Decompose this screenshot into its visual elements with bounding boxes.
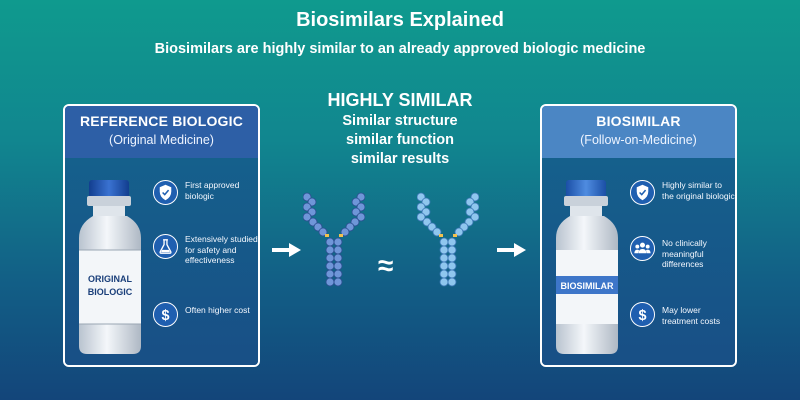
people-icon [630, 236, 655, 261]
svg-text:$: $ [638, 308, 646, 324]
reference-feature-1-text: First approved biologic [185, 180, 240, 201]
approx-symbol: ≈ [378, 250, 394, 281]
vial-label-text: BIOSIMILAR [561, 281, 614, 291]
biosimilar-card: BIOSIMILAR (Follow-on-Medicine) BIOSIMIL… [540, 104, 737, 367]
biosimilar-feature-2-text: No clinically meaningful differences [662, 238, 707, 269]
page-subtitle: Biosimilars are highly similar to an alr… [154, 41, 646, 57]
shield-check-icon [630, 180, 655, 205]
reference-feature-2-text: Extensively studied for safety and effec… [185, 234, 258, 265]
vial-label-line-2: BIOLOGIC [88, 287, 133, 297]
shield-check-icon [153, 180, 178, 205]
reference-feature-3-text: Often higher cost [185, 305, 250, 315]
reference-card-title: REFERENCE BIOLOGIC [79, 113, 244, 129]
biosimilar-vial: BIOSIMILAR [556, 180, 618, 354]
original-biologic-vial: ORIGINAL BIOLOGIC [79, 180, 141, 354]
biosimilar-feature-1-text: Highly similar to the original biologic [662, 180, 735, 201]
reference-card-body: ORIGINAL BIOLOGIC First approved biologi… [65, 158, 258, 365]
dollar-icon: $ [630, 302, 655, 327]
reference-biologic-card: REFERENCE BIOLOGIC (Original Medicine) O… [63, 104, 260, 367]
biosimilar-feature-3-text: May lower treatment costs [662, 305, 721, 326]
page-title: Biosimilars Explained [296, 9, 504, 31]
biosimilar-card-subtitle: (Follow-on-Medicine) [580, 133, 697, 147]
dollar-icon: $ [153, 302, 178, 327]
biosimilar-antibody-icon [417, 192, 479, 287]
right-arrow-icon [497, 243, 526, 257]
reference-card-subtitle: (Original Medicine) [109, 133, 214, 147]
biosimilar-card-header: BIOSIMILAR (Follow-on-Medicine) [542, 106, 735, 158]
center-heading: HIGHLY SIMILAR [327, 90, 473, 110]
reference-card-header: REFERENCE BIOLOGIC (Original Medicine) [65, 106, 258, 158]
reference-antibody-icon [303, 192, 365, 287]
center-line-1: Similar structure [342, 113, 458, 129]
flask-icon [153, 234, 178, 259]
center-line-3: similar results [350, 151, 450, 167]
biosimilar-card-title: BIOSIMILAR [596, 113, 681, 129]
vial-label-line-1: ORIGINAL [88, 274, 133, 284]
biosimilar-card-body: BIOSIMILAR Highly similar to the origina… [542, 158, 735, 365]
right-arrow-icon [272, 243, 301, 257]
svg-text:$: $ [161, 308, 169, 324]
center-line-2: similar function [346, 132, 454, 148]
